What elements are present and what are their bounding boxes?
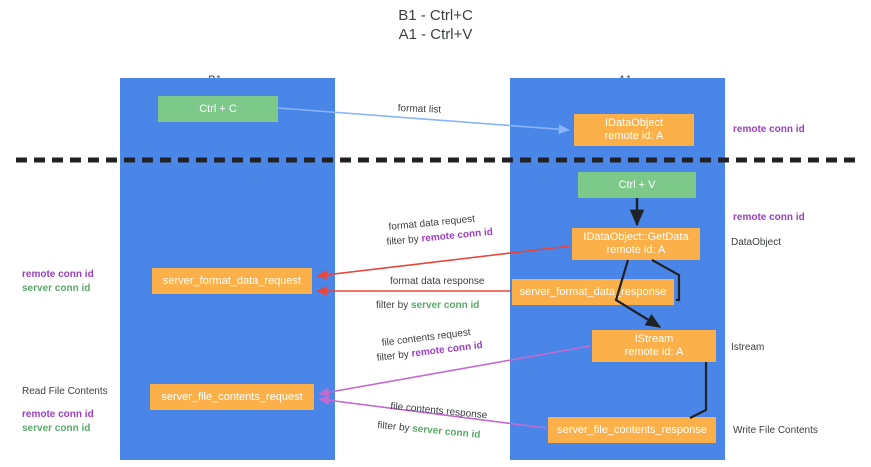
annotation-left-read-file-contents: Read File Contents [22,386,108,397]
edge-label-format-list: format list [397,102,442,116]
node-server-file-contents-request[interactable]: server_file_contents_request [150,384,314,410]
edge-label-format-data-response-filter: filter by server conn id [376,299,479,312]
annotation-left-file-server-conn-id: server conn id [22,423,91,434]
filter-key-server-conn-id: server conn id [411,300,480,311]
annotation-left-file-contents: Read File Contents remote conn id server… [22,385,108,436]
node-ctrl-c[interactable]: Ctrl + C [158,96,278,122]
filter-prefix: filter by [376,348,413,364]
node-remote-dataobject[interactable]: IDataObject remote id: A [574,114,694,146]
edge-label-file-contents-response-filter: filter by server conn id [377,419,481,442]
filter-prefix: filter by [376,300,412,311]
annotation-left-file-remote-conn-id: remote conn id [22,409,94,420]
annotation-left-format-remote-conn-id: remote conn id [22,269,94,280]
annotation-right-mid-remote-conn-id: remote conn id [733,212,805,223]
node-getdata[interactable]: IDataObject::GetData remote id: A [572,228,700,260]
annotation-left-format-server-conn-id: server conn id [22,283,91,294]
annotation-right-write-file-contents: Write File Contents [733,425,818,436]
node-server-file-contents-response[interactable]: server_file_contents_response [548,417,716,443]
diagram-title: B1 - Ctrl+C A1 - Ctrl+V [398,7,473,43]
node-server-format-data-request[interactable]: server_format_data_request [152,268,312,294]
filter-key-server-conn-id: server conn id [411,423,481,441]
node-ctrl-v[interactable]: Ctrl + V [578,172,696,198]
edge-label-format-data-response: format data response [390,276,485,287]
filter-prefix: filter by [376,419,413,435]
node-istream[interactable]: IStream remote id: A [592,330,716,362]
node-server-format-data-response[interactable]: server_format_data_response [512,279,674,305]
annotation-left-format-conn-ids: remote conn id server conn id [22,268,94,296]
annotation-right-top-remote-conn-id: remote conn id [733,124,805,135]
annotation-right-dataobject: DataObject [731,237,782,248]
filter-prefix: filter by [386,233,423,248]
annotation-right-istream: Istream [731,342,765,353]
edge-label-file-contents-response: file contents response [389,400,488,422]
